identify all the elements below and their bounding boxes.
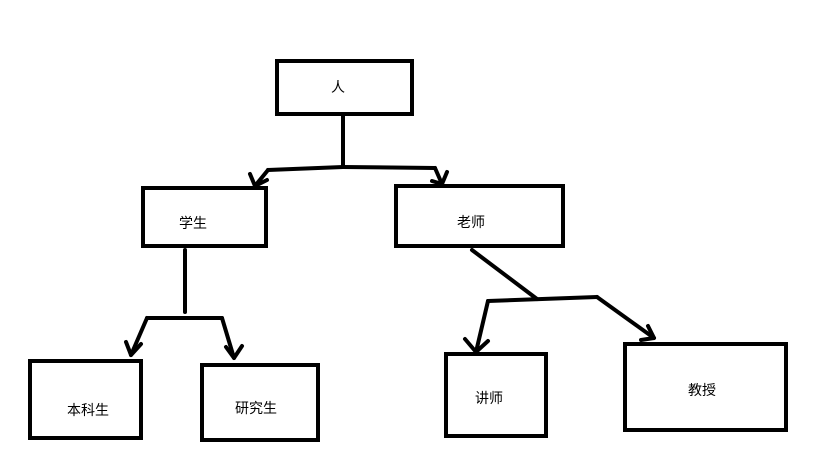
arrowhead-undergraduate [124,340,143,357]
edge-person-left [266,165,345,172]
arrowhead-professor [639,324,656,342]
node-person: 人 [275,59,414,116]
arrowhead-graduate [224,344,244,360]
node-graduate-label: 研究生 [235,401,277,417]
node-graduate: 研究生 [200,363,320,442]
edge-person-right [341,165,437,170]
node-student-label: 学生 [179,216,207,232]
node-lecturer: 讲师 [444,352,548,438]
node-person-label: 人 [331,80,345,96]
edge-teacher-diagonal [470,248,539,301]
node-teacher: 老师 [394,184,565,248]
edge-teacher-left-drop [474,299,490,354]
node-professor: 教授 [623,342,788,432]
node-lecturer-label: 讲师 [475,391,503,407]
edge-student-right-drop [220,316,236,360]
edge-student-left-drop [129,316,149,357]
node-professor-label: 教授 [688,383,716,399]
node-student: 学生 [141,186,268,248]
edge-person-right-drop [433,166,444,186]
edge-teacher-branch [486,295,599,303]
edge-teacher-right-diagonal [595,295,656,340]
node-undergraduate: 本科生 [28,359,143,440]
node-undergraduate-label: 本科生 [67,403,109,419]
node-teacher-label: 老师 [457,215,485,231]
